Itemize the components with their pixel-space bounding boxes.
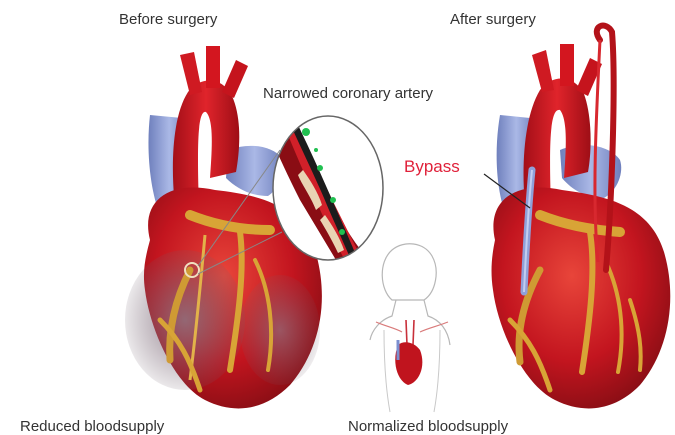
reduced-bloodsupply-label: Reduced bloodsupply	[20, 418, 164, 435]
bypass-label: Bypass	[404, 157, 460, 177]
body-figure	[370, 244, 450, 412]
after-surgery-label: After surgery	[450, 11, 536, 28]
narrowed-artery-label: Narrowed coronary artery	[263, 85, 433, 102]
normalized-bloodsupply-label: Normalized bloodsupply	[348, 418, 508, 435]
heart-after	[492, 26, 671, 409]
before-surgery-label: Before surgery	[119, 11, 217, 28]
